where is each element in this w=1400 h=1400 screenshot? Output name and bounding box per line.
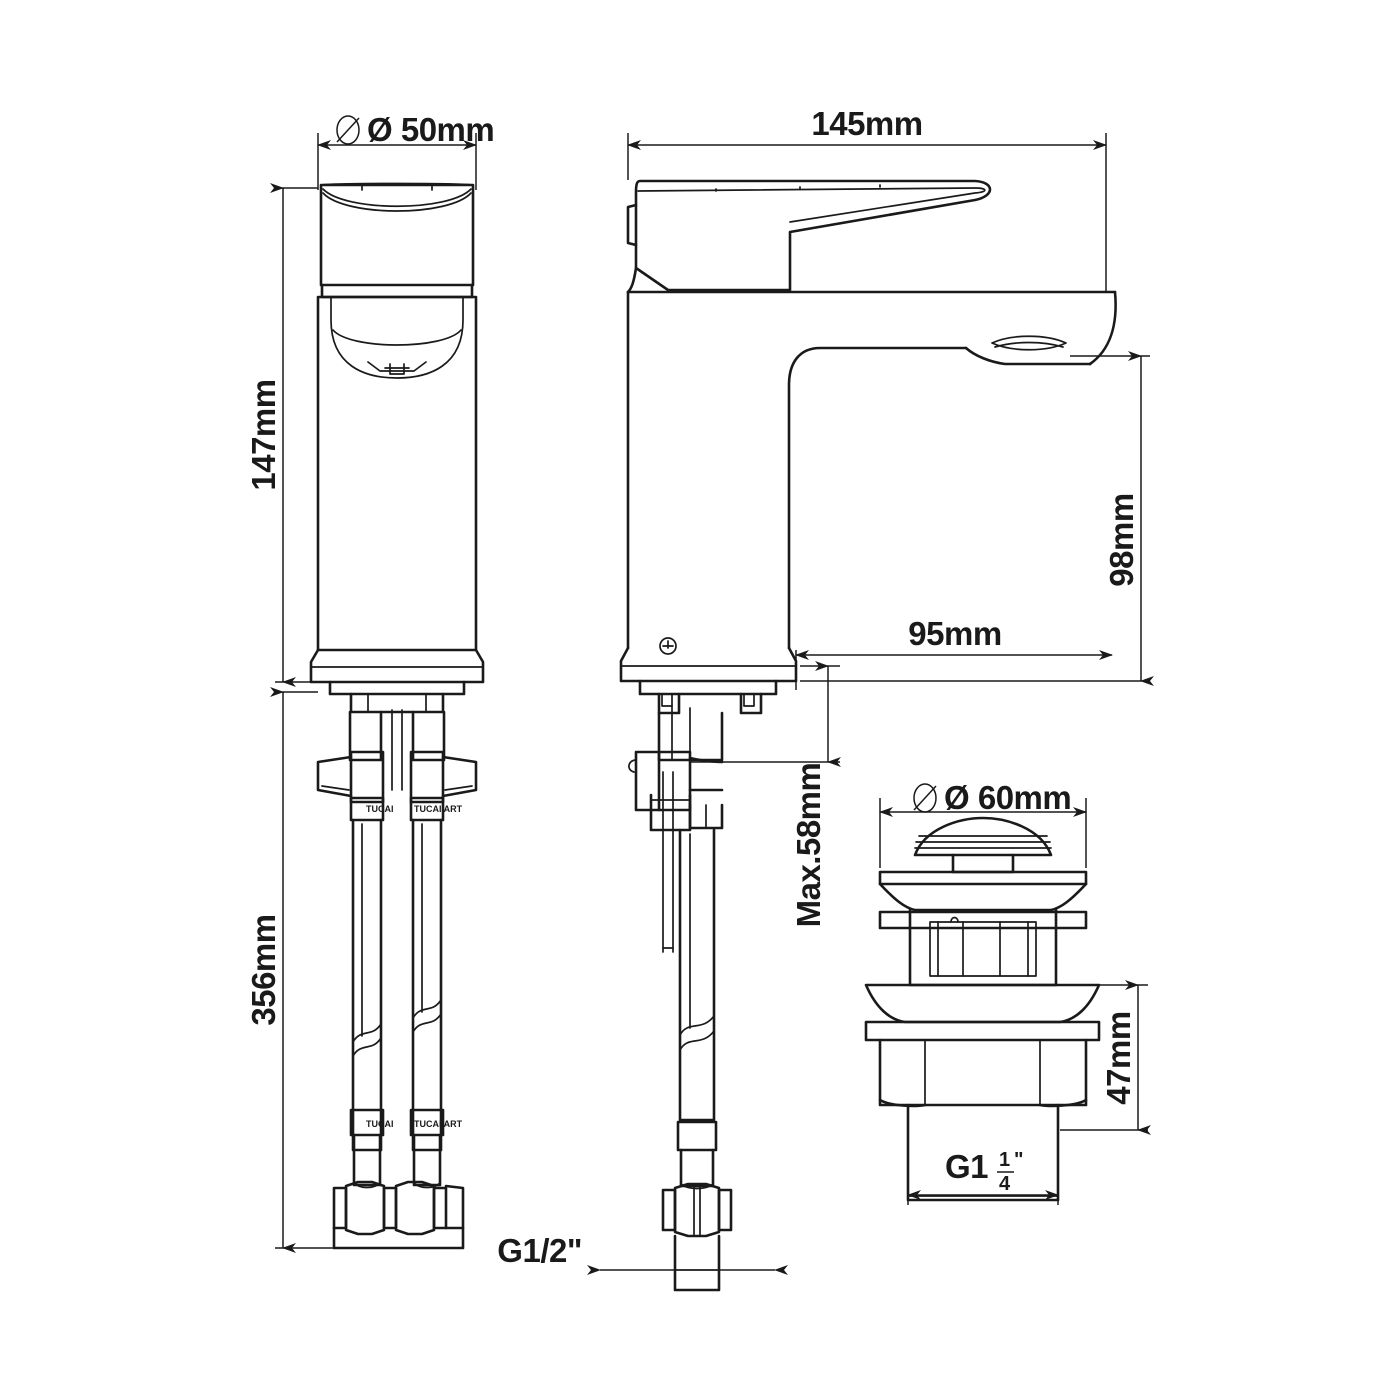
dimension-max-mount-thickness: Max.58mm	[690, 661, 841, 928]
hose-brand-right: TUCAI ART	[414, 804, 463, 814]
dimension-label-spout-height: 98mm	[1103, 493, 1140, 586]
dimension-overall-length: 145mm	[627, 105, 1107, 292]
dimension-label-drain-thread-prefix: G1	[945, 1148, 988, 1185]
dimension-hose-length: 356mm	[245, 687, 334, 1253]
dimension-drain-thread: G1 1 4 "	[907, 1135, 1059, 1205]
dimension-label-inlet-thread: G1/2"	[497, 1232, 582, 1269]
dimension-drain-cap-diameter: Ø 60mm	[879, 779, 1087, 868]
dimension-label-drain-thread-suffix: "	[1014, 1149, 1023, 1171]
dimension-label-max-mount-thickness: Max.58mm	[790, 763, 827, 928]
dimension-label-drain-thread-numerator: 1	[999, 1149, 1010, 1171]
dimension-label-overall-length: 145mm	[811, 105, 922, 142]
hose-brand-left-lower: TUCAI	[366, 1119, 394, 1129]
side-view-geometry	[619, 179, 1117, 1292]
dimension-body-height: 147mm	[245, 183, 318, 687]
dimension-inlet-thread: G1/2"	[497, 1232, 788, 1282]
dimension-label-drain-cap-diameter: Ø 60mm	[944, 779, 1071, 816]
dimension-spout-reach: 95mm	[795, 615, 1113, 690]
dimension-label-cap-diameter: Ø 50mm	[367, 111, 494, 148]
dimension-cap-diameter: Ø 50mm	[317, 111, 495, 190]
front-view-geometry: TUCAI TUCAI ART TUCAI TUCAI ART	[309, 182, 485, 1250]
hose-brand-right-lower: TUCAI ART	[414, 1119, 463, 1129]
dimension-label-hose-length: 356mm	[245, 914, 282, 1025]
hose-brand-left: TUCAI	[366, 804, 394, 814]
dimension-label-spout-reach: 95mm	[908, 615, 1001, 652]
dimension-label-drain-body-height: 47mm	[1100, 1011, 1137, 1104]
dimension-label-drain-thread-denominator: 4	[999, 1173, 1011, 1195]
dimension-label-body-height: 147mm	[245, 379, 282, 490]
dimension-drain-body-height: 47mm	[1060, 980, 1151, 1135]
drain-view-geometry	[864, 816, 1101, 1202]
dimension-spout-height: 98mm	[800, 351, 1154, 686]
